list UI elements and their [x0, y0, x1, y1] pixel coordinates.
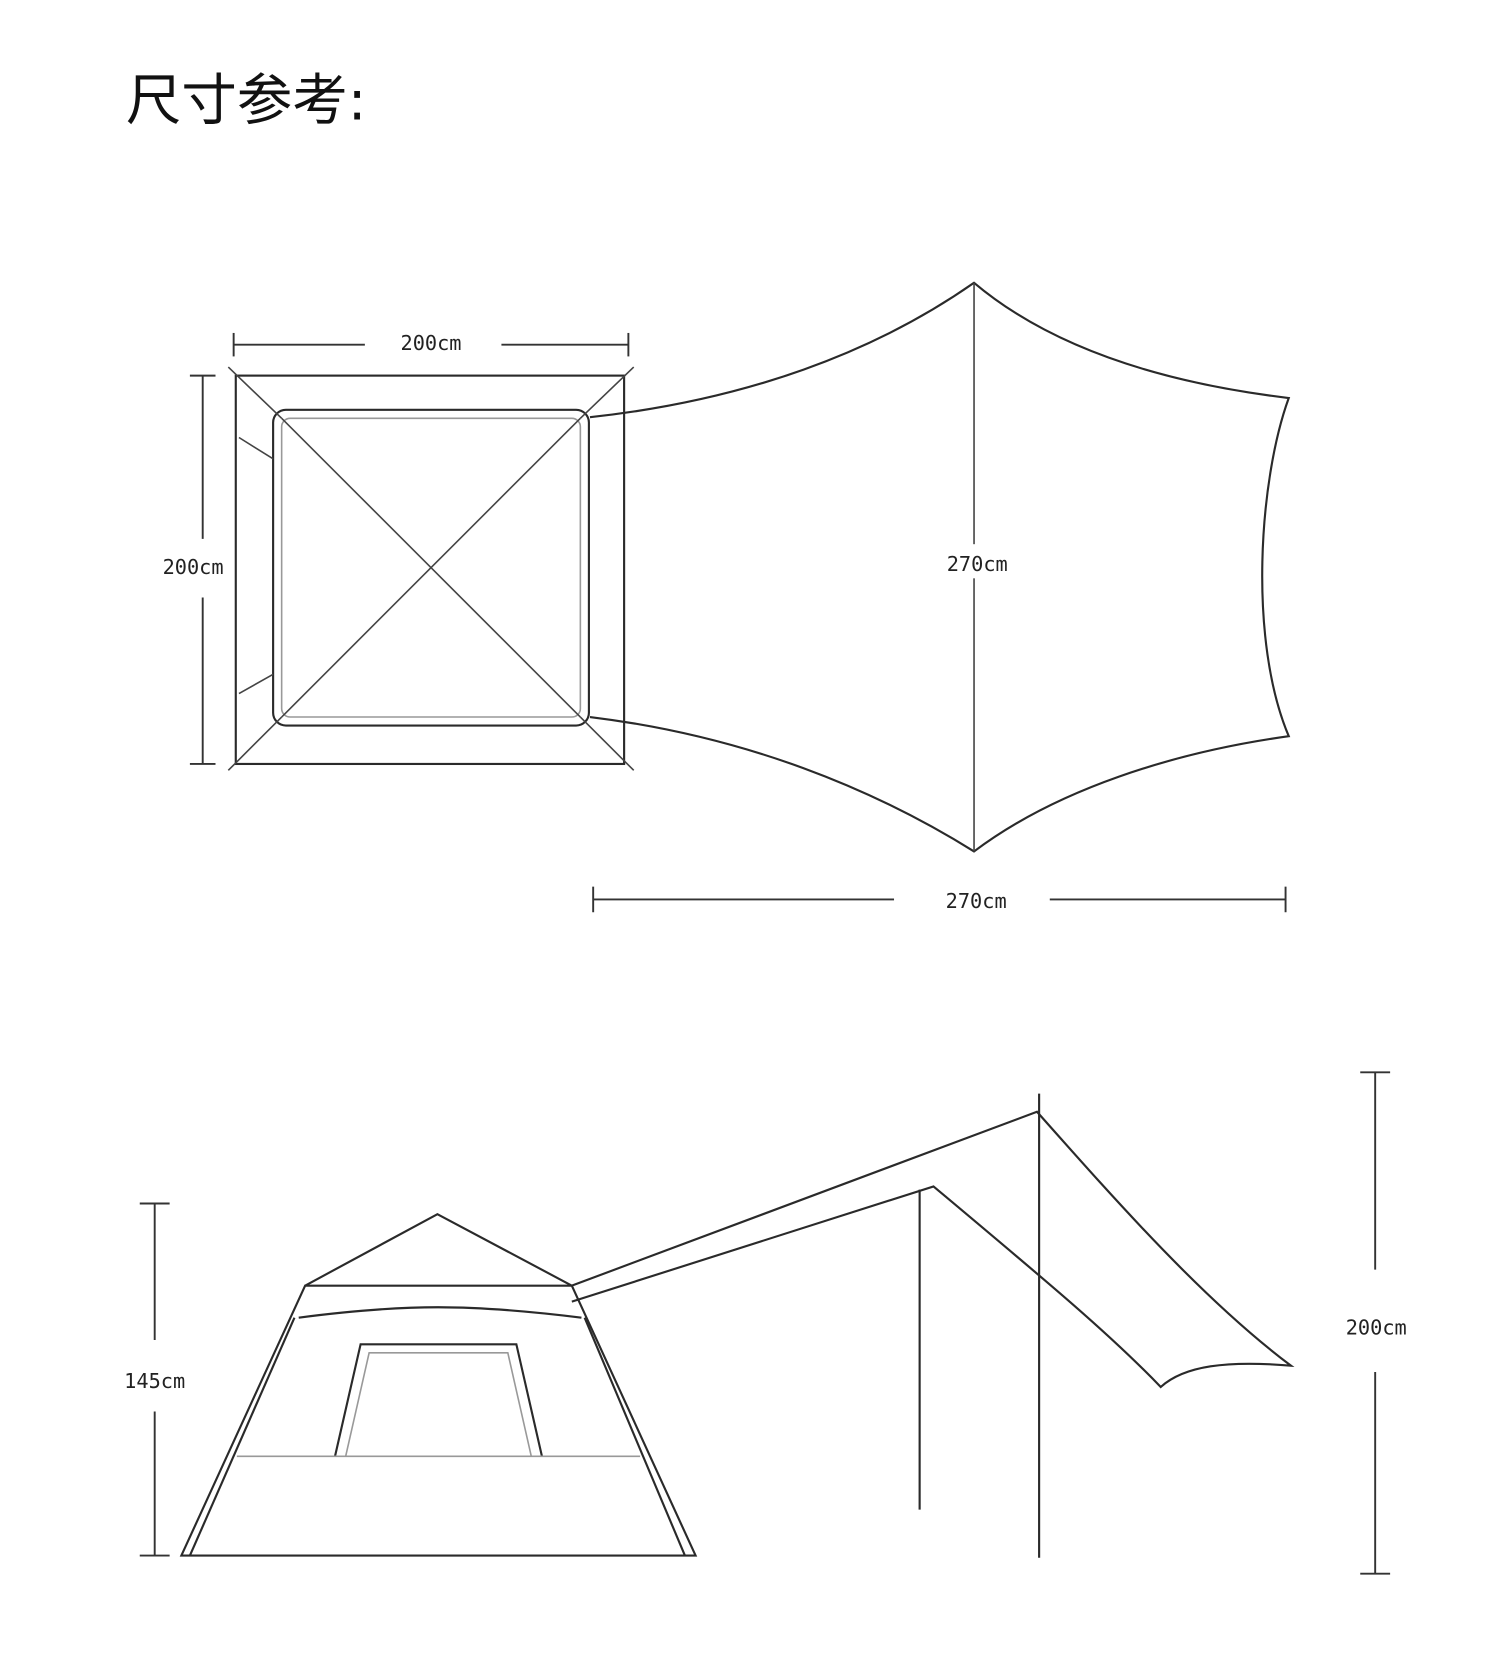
- tent-outer-floor: [234, 374, 626, 766]
- tent-body: [179, 1284, 698, 1557]
- tent-pole-right: [583, 1317, 686, 1556]
- side-view: 145cm 200cm: [124, 1071, 1407, 1575]
- tent-door: [333, 1343, 544, 1457]
- inner-depth-label: 200cm: [163, 555, 224, 579]
- tent-inner-frame: [272, 408, 590, 727]
- tent-door-inner: [344, 1352, 533, 1457]
- canopy-outline-top: [589, 281, 1291, 853]
- corner-stake: [579, 366, 635, 419]
- corner-stake: [579, 716, 635, 771]
- corner-stake: [227, 716, 283, 771]
- canopy-length-label: 270cm: [946, 889, 1007, 913]
- label-bg: [917, 544, 1035, 579]
- side-strap: [238, 673, 274, 695]
- tent-height-label: 145cm: [124, 1369, 185, 1393]
- inner-width-label: 200cm: [401, 331, 462, 355]
- side-strap: [238, 436, 274, 460]
- canopy-height-label: 200cm: [1346, 1316, 1407, 1340]
- tent-inner-frame-line: [280, 417, 582, 718]
- top-view: 200cm 200cm 270cm 270cm: [163, 281, 1291, 913]
- tent-pole-left: [188, 1317, 296, 1556]
- tent-roof: [304, 1212, 573, 1287]
- page-title: 尺寸参考:: [126, 70, 367, 134]
- corner-stake: [227, 366, 283, 419]
- canopy-side: [571, 1110, 1295, 1389]
- roof-pole-2: [281, 417, 581, 718]
- tent-eave: [298, 1306, 582, 1319]
- canopy-width-label: 270cm: [947, 552, 1008, 576]
